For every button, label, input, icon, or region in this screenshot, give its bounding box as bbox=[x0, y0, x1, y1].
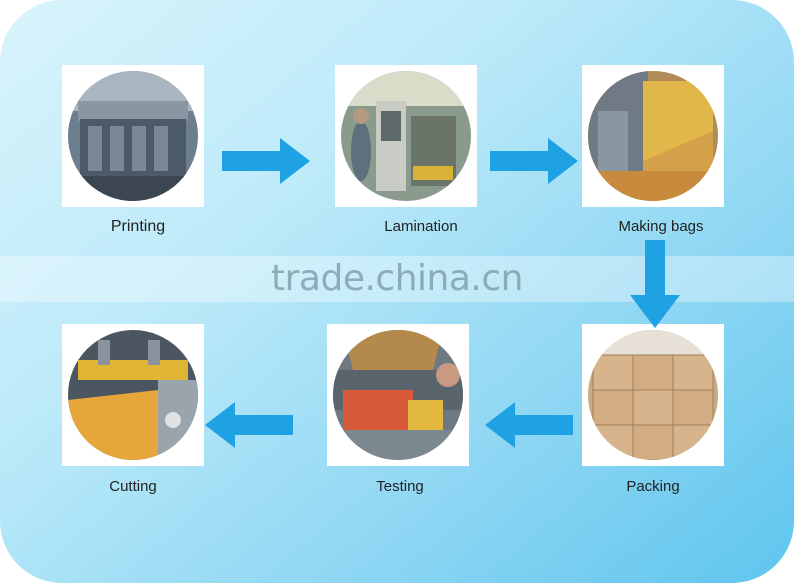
arrow-left-icon bbox=[205, 402, 293, 448]
bag-making-machine-photo bbox=[588, 71, 718, 201]
step-label-making-bags: Making bags bbox=[618, 218, 704, 235]
packing-boxes-photo bbox=[588, 330, 718, 460]
step-label-lamination: Lamination bbox=[384, 218, 458, 235]
arrow-left-icon bbox=[485, 402, 573, 448]
step-label-packing: Packing bbox=[626, 478, 680, 495]
arrow-down-icon bbox=[630, 240, 680, 328]
step-label-testing: Testing bbox=[376, 478, 424, 495]
step-testing bbox=[327, 324, 469, 466]
cutting-machine-photo bbox=[68, 330, 198, 460]
step-printing bbox=[62, 65, 204, 207]
testing-station-photo bbox=[333, 330, 463, 460]
step-label-printing: Printing bbox=[110, 218, 166, 235]
arrow-right-icon bbox=[222, 138, 310, 184]
step-making-bags bbox=[582, 65, 724, 207]
step-cutting bbox=[62, 324, 204, 466]
arrow-right-icon bbox=[490, 138, 578, 184]
step-lamination bbox=[335, 65, 477, 207]
printing-machine-photo bbox=[68, 71, 198, 201]
step-packing bbox=[582, 324, 724, 466]
lamination-machine-photo bbox=[341, 71, 471, 201]
watermark: trade.china.cn bbox=[271, 258, 523, 299]
step-label-cutting: Cutting bbox=[109, 478, 157, 495]
